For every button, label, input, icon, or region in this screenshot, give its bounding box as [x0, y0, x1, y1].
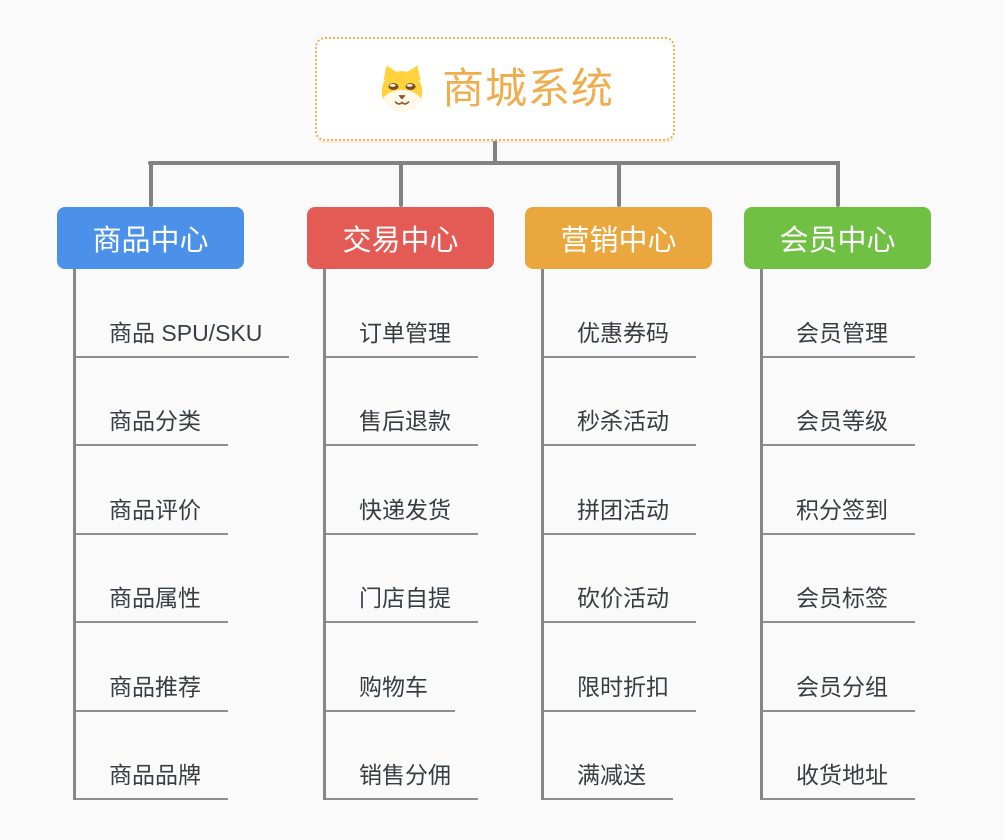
child-node[interactable]: 会员标签 — [763, 584, 915, 623]
child-node-row: 拼团活动 — [544, 446, 696, 535]
child-node-row: 商品分类 — [76, 358, 289, 446]
child-node-row: 商品推荐 — [76, 623, 289, 712]
child-node-row: 会员等级 — [763, 358, 915, 446]
root-node[interactable]: 商城系统 — [315, 37, 675, 141]
child-node[interactable]: 门店自提 — [326, 584, 478, 623]
child-node-row: 优惠券码 — [544, 269, 696, 358]
child-node-row: 会员分组 — [763, 623, 915, 712]
child-node-row: 商品 SPU/SKU — [76, 269, 290, 358]
child-node[interactable]: 订单管理 — [326, 319, 478, 358]
child-node[interactable]: 商品 SPU/SKU — [76, 319, 290, 358]
child-node-row: 购物车 — [326, 623, 478, 712]
branch-node-2[interactable]: 交易中心 — [307, 207, 494, 269]
child-node-row: 收货地址 — [763, 712, 915, 800]
child-node[interactable]: 销售分佣 — [326, 761, 478, 800]
child-node-row: 秒杀活动 — [544, 358, 696, 446]
branch-connector-drop — [148, 161, 153, 207]
branch-children-column: 会员管理会员等级积分签到会员标签会员分组收货地址 — [760, 269, 915, 800]
child-node[interactable]: 快递发货 — [326, 496, 478, 535]
child-node-row: 积分签到 — [763, 446, 915, 535]
child-node[interactable]: 商品评价 — [76, 496, 228, 535]
child-node-row: 商品属性 — [76, 535, 289, 623]
branch-connector-drop — [835, 161, 840, 207]
child-node-row: 限时折扣 — [544, 623, 696, 712]
child-node-row: 销售分佣 — [326, 712, 478, 800]
child-node[interactable]: 商品推荐 — [76, 673, 228, 712]
branch-connector-drop — [398, 161, 403, 207]
child-node[interactable]: 收货地址 — [763, 761, 915, 800]
child-node[interactable]: 限时折扣 — [544, 673, 696, 712]
child-node[interactable]: 优惠券码 — [544, 319, 696, 358]
branch-children-column: 订单管理售后退款快递发货门店自提购物车销售分佣 — [323, 269, 478, 800]
child-node[interactable]: 商品品牌 — [76, 761, 228, 800]
child-node-row: 商品评价 — [76, 446, 289, 535]
child-node[interactable]: 购物车 — [326, 673, 455, 712]
branch-node-1[interactable]: 商品中心 — [57, 207, 244, 269]
child-node[interactable]: 会员分组 — [763, 673, 915, 712]
root-connector-line — [493, 141, 497, 163]
branch-node-3[interactable]: 营销中心 — [525, 207, 712, 269]
child-node[interactable]: 会员管理 — [763, 319, 915, 358]
root-title: 商城系统 — [441, 65, 614, 112]
branch-connector-rail — [148, 161, 840, 165]
child-node-row: 砍价活动 — [544, 535, 696, 623]
child-node[interactable]: 商品属性 — [76, 584, 228, 623]
child-node[interactable]: 会员等级 — [763, 407, 915, 446]
child-node-row: 订单管理 — [326, 269, 478, 358]
branch-connector-drop — [616, 161, 621, 207]
child-node-row: 商品品牌 — [76, 712, 289, 800]
child-node-row: 快递发货 — [326, 446, 478, 535]
child-node[interactable]: 拼团活动 — [544, 496, 696, 535]
child-node-row: 满减送 — [544, 712, 696, 800]
child-node[interactable]: 售后退款 — [326, 407, 478, 446]
child-node-row: 门店自提 — [326, 535, 478, 623]
child-node[interactable]: 满减送 — [544, 761, 673, 800]
child-node-row: 售后退款 — [326, 358, 478, 446]
branch-children-column: 商品 SPU/SKU 商品分类商品评价商品属性商品推荐商品品牌 — [73, 269, 290, 800]
branch-node-4[interactable]: 会员中心 — [744, 207, 931, 269]
child-node[interactable]: 秒杀活动 — [544, 407, 696, 446]
child-node-row: 会员管理 — [763, 269, 915, 358]
child-node[interactable]: 砍价活动 — [544, 584, 696, 623]
dog-face-icon — [381, 65, 423, 112]
child-node[interactable]: 积分签到 — [763, 496, 915, 535]
branch-children-column: 优惠券码秒杀活动拼团活动砍价活动限时折扣满减送 — [541, 269, 696, 800]
child-node-row: 会员标签 — [763, 535, 915, 623]
child-node[interactable]: 商品分类 — [76, 407, 228, 446]
